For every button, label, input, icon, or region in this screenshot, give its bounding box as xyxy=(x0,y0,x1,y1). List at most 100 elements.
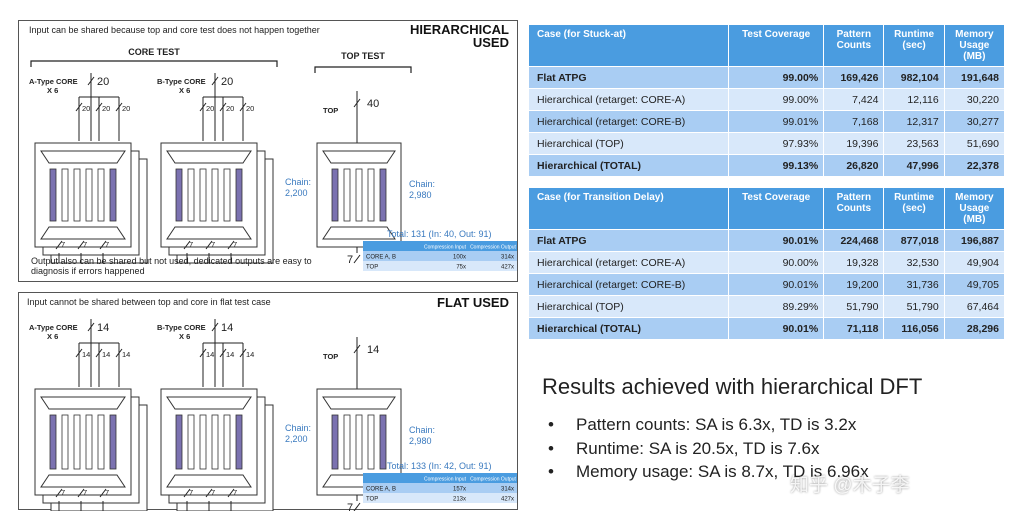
scan-chain xyxy=(175,168,183,222)
core-b-label: B-Type CORE xyxy=(157,323,206,332)
input-not-shared-note: Input cannot be shared between top and c… xyxy=(27,297,271,307)
top-test-label: TOP TEST xyxy=(341,51,385,61)
decompressor xyxy=(166,150,252,164)
table-cell: 877,018 xyxy=(884,230,944,251)
output-note-line1: Output also can be shared but not used, … xyxy=(31,256,312,266)
table-cell: 90.00% xyxy=(729,252,824,273)
decompressor xyxy=(40,150,126,164)
mini-cell xyxy=(469,251,517,261)
compactor xyxy=(166,474,252,488)
table-cell: 90.01% xyxy=(729,318,824,339)
table-cell: 7,168 xyxy=(824,111,884,132)
bus-slash xyxy=(99,240,107,250)
table-cell: 99.00% xyxy=(729,89,824,110)
flat-used-diagram: Input cannot be shared between top and c… xyxy=(18,292,518,511)
bus-width: 7 xyxy=(189,240,193,249)
scan-chain xyxy=(379,414,387,470)
bus-width: 7 xyxy=(347,254,353,266)
mini-value: 100x xyxy=(453,255,466,261)
bus-width: 7 xyxy=(83,240,87,249)
mini-value: 75x xyxy=(456,265,466,271)
scan-chain xyxy=(235,414,243,470)
bullet-icon: • xyxy=(548,415,554,434)
chain-label: 2,980 xyxy=(409,190,432,200)
scan-chain xyxy=(73,168,81,222)
bus-width: 7 xyxy=(233,240,237,249)
table-cell: 19,200 xyxy=(824,274,884,295)
bus-width: 14 xyxy=(82,350,90,359)
scan-chain xyxy=(61,168,69,222)
table-cell: 99.01% xyxy=(729,111,824,132)
results-list: •Pattern counts: SA is 6.3x, TD is 3.2x … xyxy=(548,413,869,484)
column-header: Runtime(sec) xyxy=(884,25,944,66)
core-b-count: X 6 xyxy=(179,86,190,95)
compactor xyxy=(40,474,126,488)
table-cell: 32,530 xyxy=(884,252,944,273)
scan-chain xyxy=(97,414,105,470)
mini-header: Compression Output xyxy=(470,245,516,251)
mini-value: 427x xyxy=(501,497,514,503)
bus-slash xyxy=(77,240,85,250)
table-cell: 90.01% xyxy=(729,230,824,251)
bus-slash xyxy=(87,76,95,86)
core-test-label: CORE TEST xyxy=(128,47,180,57)
scan-chain xyxy=(49,414,57,470)
bus-width: 20 xyxy=(246,104,254,113)
bus-slash xyxy=(55,488,63,498)
bus-slash xyxy=(75,348,83,358)
scan-chain xyxy=(61,414,69,470)
hierarchical-title-line2: USED xyxy=(472,35,509,50)
result-item: •Runtime: SA is 20.5x, TD is 7.6x xyxy=(548,437,869,461)
bus-width: 14 xyxy=(102,350,110,359)
table-cell: 47,996 xyxy=(884,155,944,176)
scan-chain xyxy=(355,414,363,470)
scan-chain xyxy=(109,414,117,470)
table-cell: 89.29% xyxy=(729,296,824,317)
mini-header-cell xyxy=(421,473,469,483)
bus-slash xyxy=(227,240,235,250)
chain-label: 2,200 xyxy=(285,434,308,444)
scan-chain xyxy=(175,414,183,470)
scan-chain xyxy=(211,414,219,470)
table-cell: 31,736 xyxy=(884,274,944,295)
result-item-text: Pattern counts: SA is 6.3x, TD is 3.2x xyxy=(576,415,857,434)
result-item-text: Runtime: SA is 20.5x, TD is 7.6x xyxy=(576,438,820,458)
io-total: Total: 131 (In: 40, Out: 91) xyxy=(387,229,492,239)
table-cell: 12,317 xyxy=(884,111,944,132)
flat-title: FLAT USED xyxy=(437,295,509,310)
hierarchical-title-line1: HIERARCHICAL xyxy=(410,22,509,37)
mini-value: 213x xyxy=(453,497,466,503)
mini-cell xyxy=(363,251,421,261)
bus-width: 14 xyxy=(206,350,214,359)
bus-width: 14 xyxy=(221,322,233,334)
core-a-label: A-Type CORE xyxy=(29,323,78,332)
bus-width: 7 xyxy=(105,240,109,249)
mini-value: TOP xyxy=(366,265,378,271)
hierarchical-title: HIERARCHICAL USED xyxy=(410,23,509,49)
bus-width: 20 xyxy=(122,104,130,113)
core-a-count: X 6 xyxy=(47,332,58,341)
mini-cell xyxy=(363,483,421,493)
hierarchical-used-diagram: Input can be shared because top and core… xyxy=(18,20,518,282)
bus-slash xyxy=(353,502,361,511)
chain-label: 2,200 xyxy=(285,188,308,198)
bus-width: 7 xyxy=(347,502,353,511)
bus-slash xyxy=(199,102,207,112)
table-row: Hierarchical (retarget: CORE-A)90.00%19,… xyxy=(529,252,1004,273)
scan-chain xyxy=(85,414,93,470)
bus-width: 7 xyxy=(83,488,87,497)
bus-width: 20 xyxy=(206,104,214,113)
table-cell: 196,887 xyxy=(944,230,1004,251)
bus-width: 20 xyxy=(102,104,110,113)
table-cell: 12,116 xyxy=(884,89,944,110)
scan-chain xyxy=(97,168,105,222)
table-cell: 19,396 xyxy=(824,133,884,154)
table-cell: 28,296 xyxy=(944,318,1004,339)
table-row: Hierarchical (retarget: CORE-B)90.01%19,… xyxy=(529,274,1004,295)
table-cell: Hierarchical (retarget: CORE-A) xyxy=(529,252,729,273)
bus-slash xyxy=(87,322,95,332)
